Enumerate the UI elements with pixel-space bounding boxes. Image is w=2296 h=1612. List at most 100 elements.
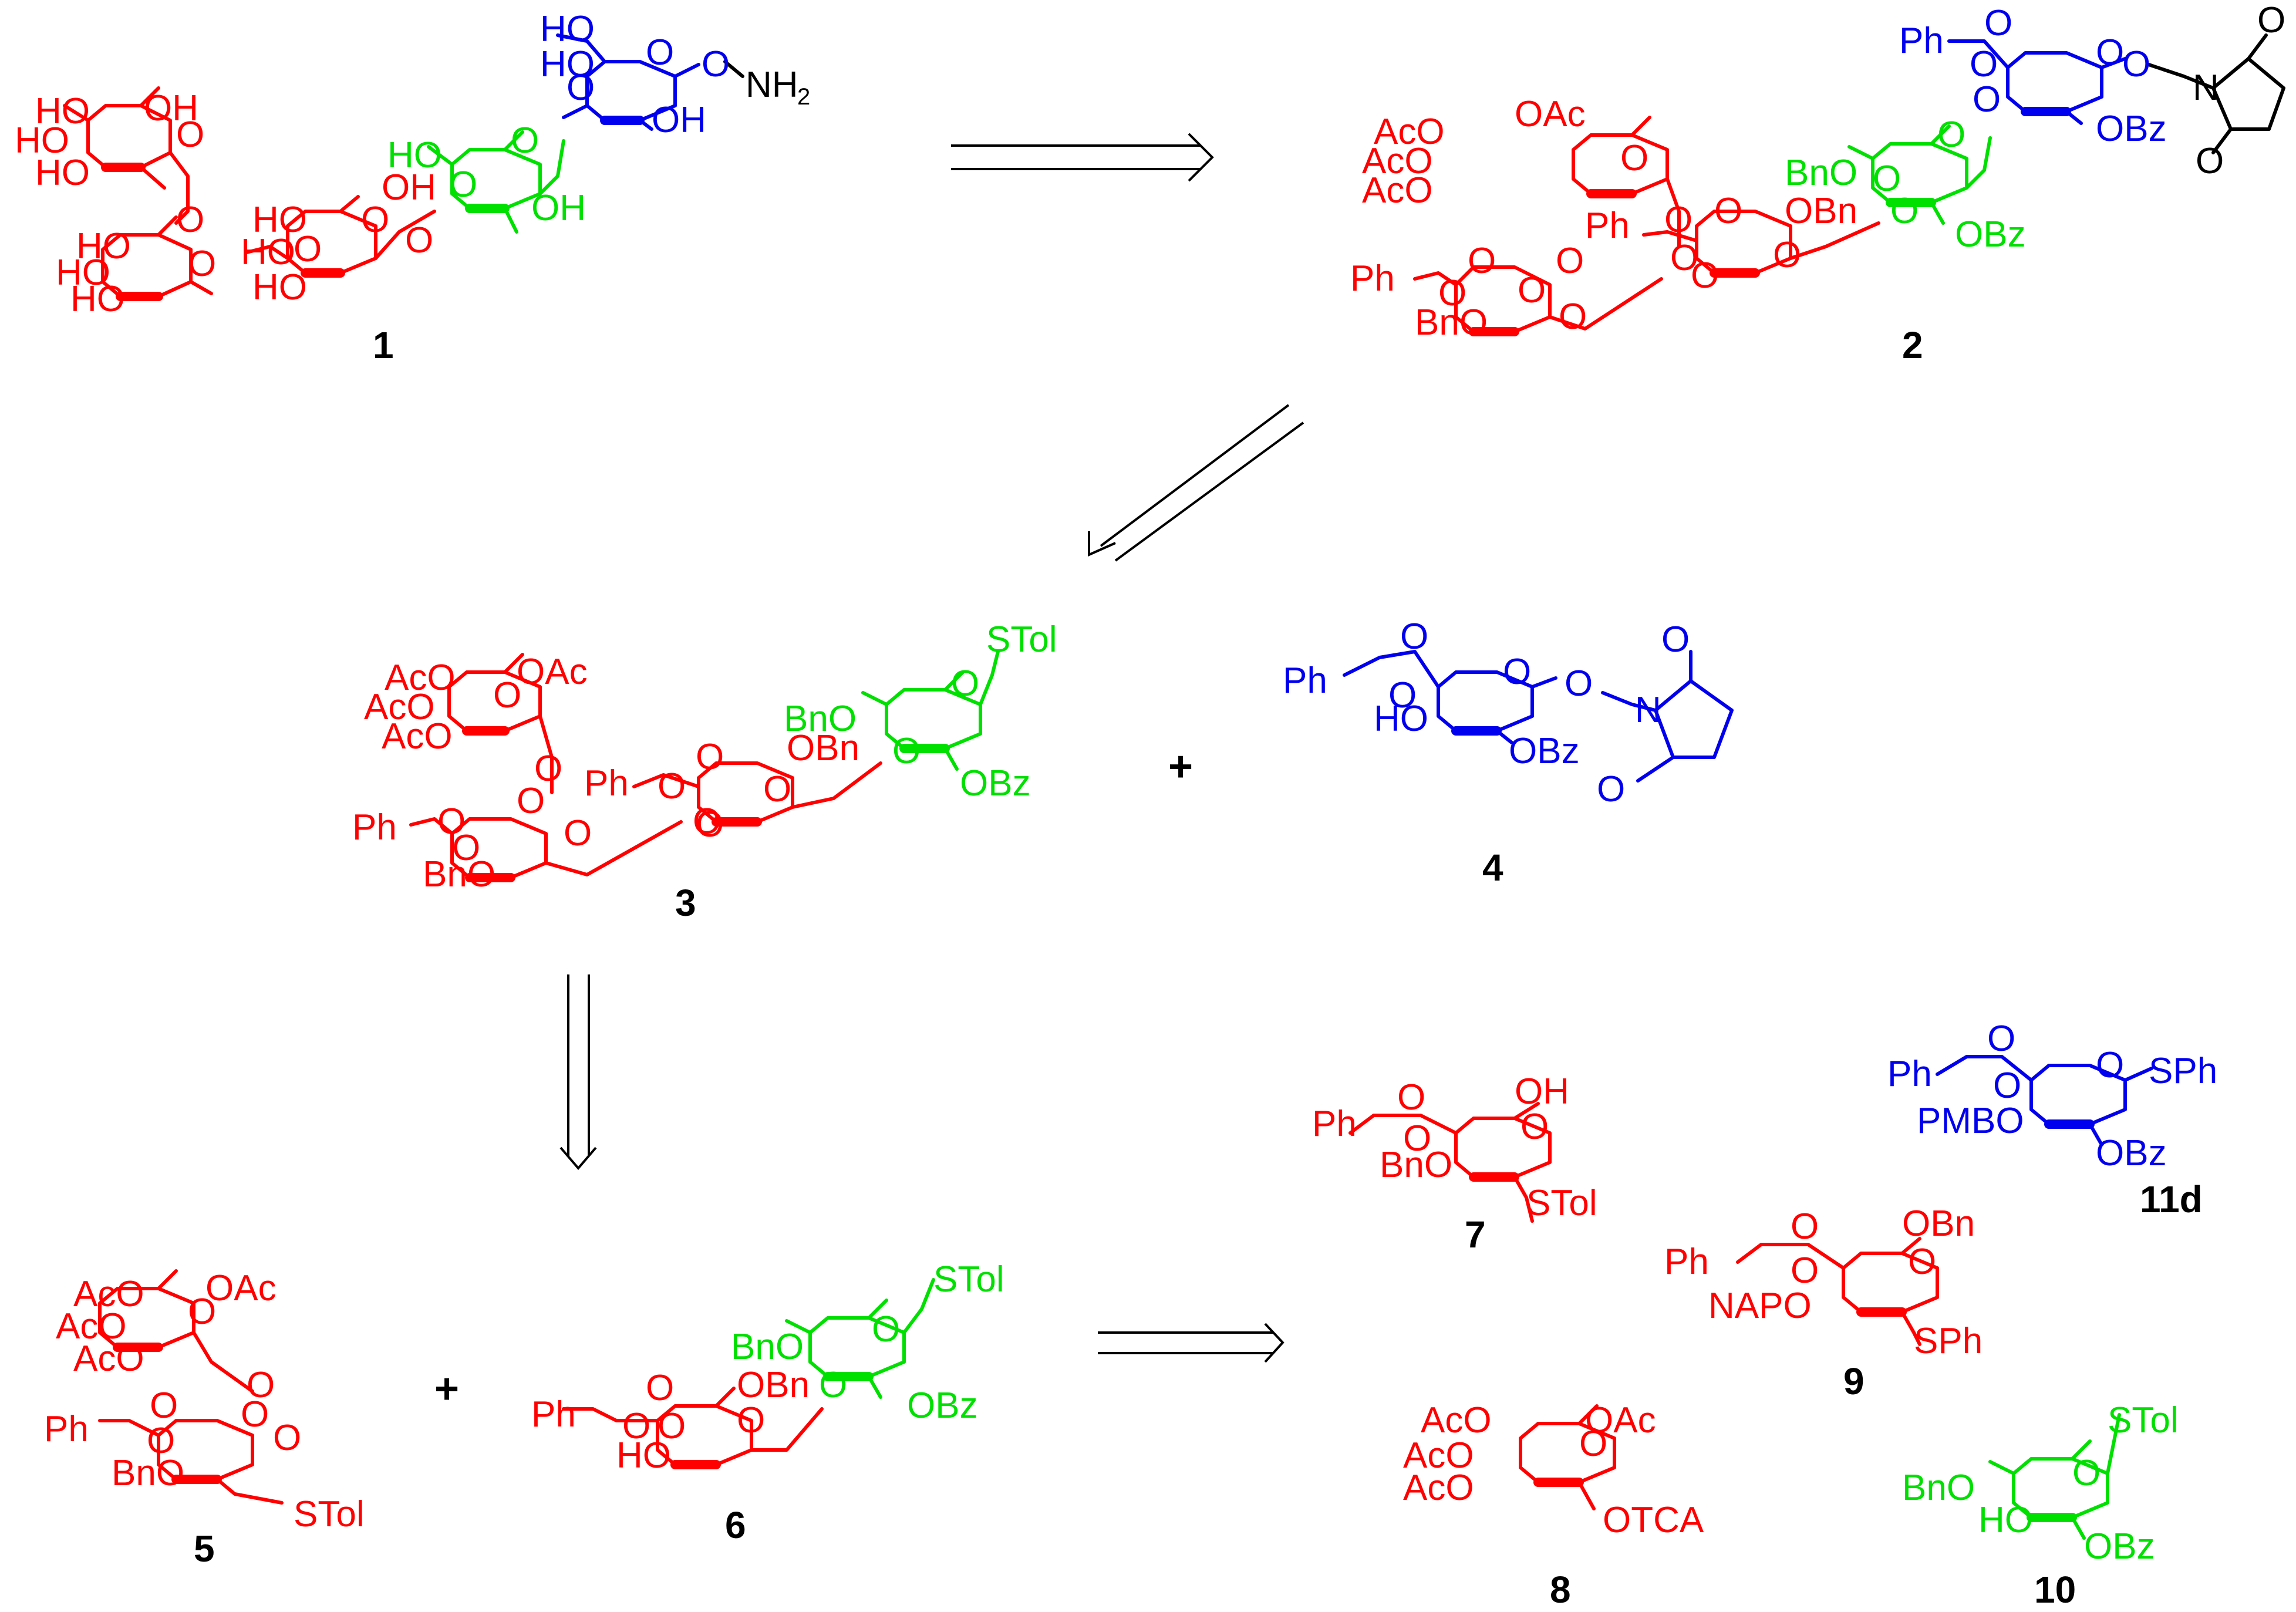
c11d-label: OBz (2096, 1133, 2167, 1173)
retro-arrow-3-to-5-6 (559, 974, 597, 1171)
c5-label: O (150, 1385, 178, 1426)
compound-number: 10 (2034, 1569, 2076, 1611)
c11d-label: SPh (2149, 1051, 2217, 1091)
compound-7: O OH Ph O O BnO STol 7 (1312, 1071, 1597, 1256)
c3-label: OAc (517, 652, 588, 692)
c5-label: O (147, 1421, 175, 1461)
compound-number: 3 (675, 882, 696, 924)
c1-label: O (188, 244, 216, 284)
c2-label: AcO (1362, 141, 1433, 181)
c1-label: HO (252, 267, 307, 308)
c8-label: AcO (1403, 1468, 1474, 1508)
plus-sign: + (1168, 743, 1193, 790)
c1-label: O (511, 120, 539, 161)
c3-label: AcO (385, 657, 456, 698)
c2-label: N (2193, 68, 2219, 108)
c1-label: HO (540, 44, 595, 85)
c8-label: O (1579, 1424, 1607, 1464)
c5-label: BnO (112, 1453, 184, 1493)
c2-label: Ph (1899, 21, 1944, 61)
c1-label: HO (15, 120, 69, 161)
c2-label: O (1937, 114, 1965, 155)
c4-label: O (1565, 663, 1593, 704)
c4-label: O (1503, 652, 1531, 692)
c2-label: O (1468, 241, 1496, 281)
c1-label: OH (652, 100, 706, 140)
c2-label: O (1556, 241, 1584, 281)
c9-label: O (1908, 1242, 1936, 1282)
c2-label: O (1559, 296, 1587, 337)
c2-label: Ph (1350, 258, 1395, 299)
c3-label: AcO (382, 716, 453, 757)
c2-label: O (1620, 138, 1648, 178)
c3-label: O (493, 675, 521, 716)
c7-label: BnO (1380, 1145, 1452, 1185)
compound-9: O OBn Ph O O NAPO SPh 9 (1664, 1203, 1983, 1402)
c11d-label: O (1987, 1019, 2015, 1059)
retro-arrow-5-6-to-building-blocks (1098, 1323, 1284, 1363)
c4-label: O (1597, 769, 1625, 810)
compound-4: O Ph O O O HO OBz O N O 4 (1283, 616, 1734, 889)
c4-label: HO (1374, 699, 1428, 739)
c6-label: Ph (531, 1394, 576, 1435)
c1-label: O (176, 200, 204, 240)
c3-label: O (696, 737, 724, 777)
c4-label: N (1635, 690, 1661, 730)
c6-label: O (658, 1406, 686, 1446)
c1-label: O (567, 68, 595, 108)
compound-number: 5 (194, 1527, 215, 1570)
c2-label: O (1518, 270, 1546, 311)
c2-label: O (1984, 3, 2012, 43)
compound-3: AcO OAc AcO O AcO Ph O O OBn O Ph O O O … (352, 619, 1057, 924)
compound-number: 1 (373, 324, 394, 366)
c1-label: OH (144, 88, 198, 129)
c8-label: OAc (1585, 1400, 1656, 1441)
c7-label: O (1520, 1107, 1549, 1147)
c2-label: O (1970, 44, 1998, 85)
c1-label: O (176, 114, 204, 155)
compound-number: 9 (1843, 1360, 1865, 1402)
c5-label: STol (294, 1494, 365, 1535)
compound-8: AcO OAc O AcO AcO OTCA 8 (1403, 1400, 1704, 1611)
c2-label: Ph (1585, 205, 1630, 246)
c2-label: O (1890, 191, 1919, 231)
c1-label: O (702, 44, 730, 85)
c10-label: STol (2108, 1400, 2179, 1441)
c6-label: STol (933, 1259, 1004, 1300)
compound-2: AcO OAc AcO O AcO Ph O O OBn Ph O O O O … (1350, 0, 2285, 366)
c2-label: O (2196, 141, 2224, 181)
compound-number: 8 (1550, 1569, 1571, 1611)
c11d-label: O (2096, 1045, 2124, 1085)
c2-label: O (1873, 158, 1901, 199)
c1-label: HO (540, 9, 595, 49)
c11d-label: Ph (1887, 1054, 1932, 1094)
c2-label: OAc (1515, 94, 1586, 134)
compound-number: 7 (1465, 1213, 1486, 1256)
c3-label: O (534, 748, 562, 789)
c9-label: NAPO (1708, 1286, 1812, 1326)
c3-label: O (693, 801, 721, 842)
compound-6: STol BnO O O OBz OBn Ph O O O HO O 6 (531, 1259, 1004, 1546)
c1-label: OH (382, 167, 436, 208)
c1-label: HO (70, 279, 125, 319)
c1-label: HO (241, 232, 295, 272)
c2-label: BnO (1415, 302, 1488, 343)
c3-label: O (452, 828, 480, 868)
plus-sign: + (434, 1365, 459, 1412)
c2-label: O (1670, 238, 1698, 278)
c2-label: O (1773, 235, 1801, 275)
c3-label: O (437, 801, 466, 842)
c2-label: AcO (1374, 112, 1445, 152)
c3-label: OBz (960, 763, 1031, 804)
c5-label: OAc (205, 1268, 277, 1309)
c3-label: OBn (787, 728, 859, 768)
c6-label: O (872, 1309, 900, 1350)
c5-label: O (241, 1394, 269, 1435)
c1-label: OH (531, 188, 586, 228)
c11d-label: O (1993, 1065, 2021, 1106)
c1-label: HO (35, 153, 90, 193)
c10-label: BnO (1902, 1468, 1975, 1508)
c1-label: O (361, 200, 389, 240)
compound-number: 6 (725, 1504, 746, 1546)
c1-label: NH (746, 65, 798, 105)
